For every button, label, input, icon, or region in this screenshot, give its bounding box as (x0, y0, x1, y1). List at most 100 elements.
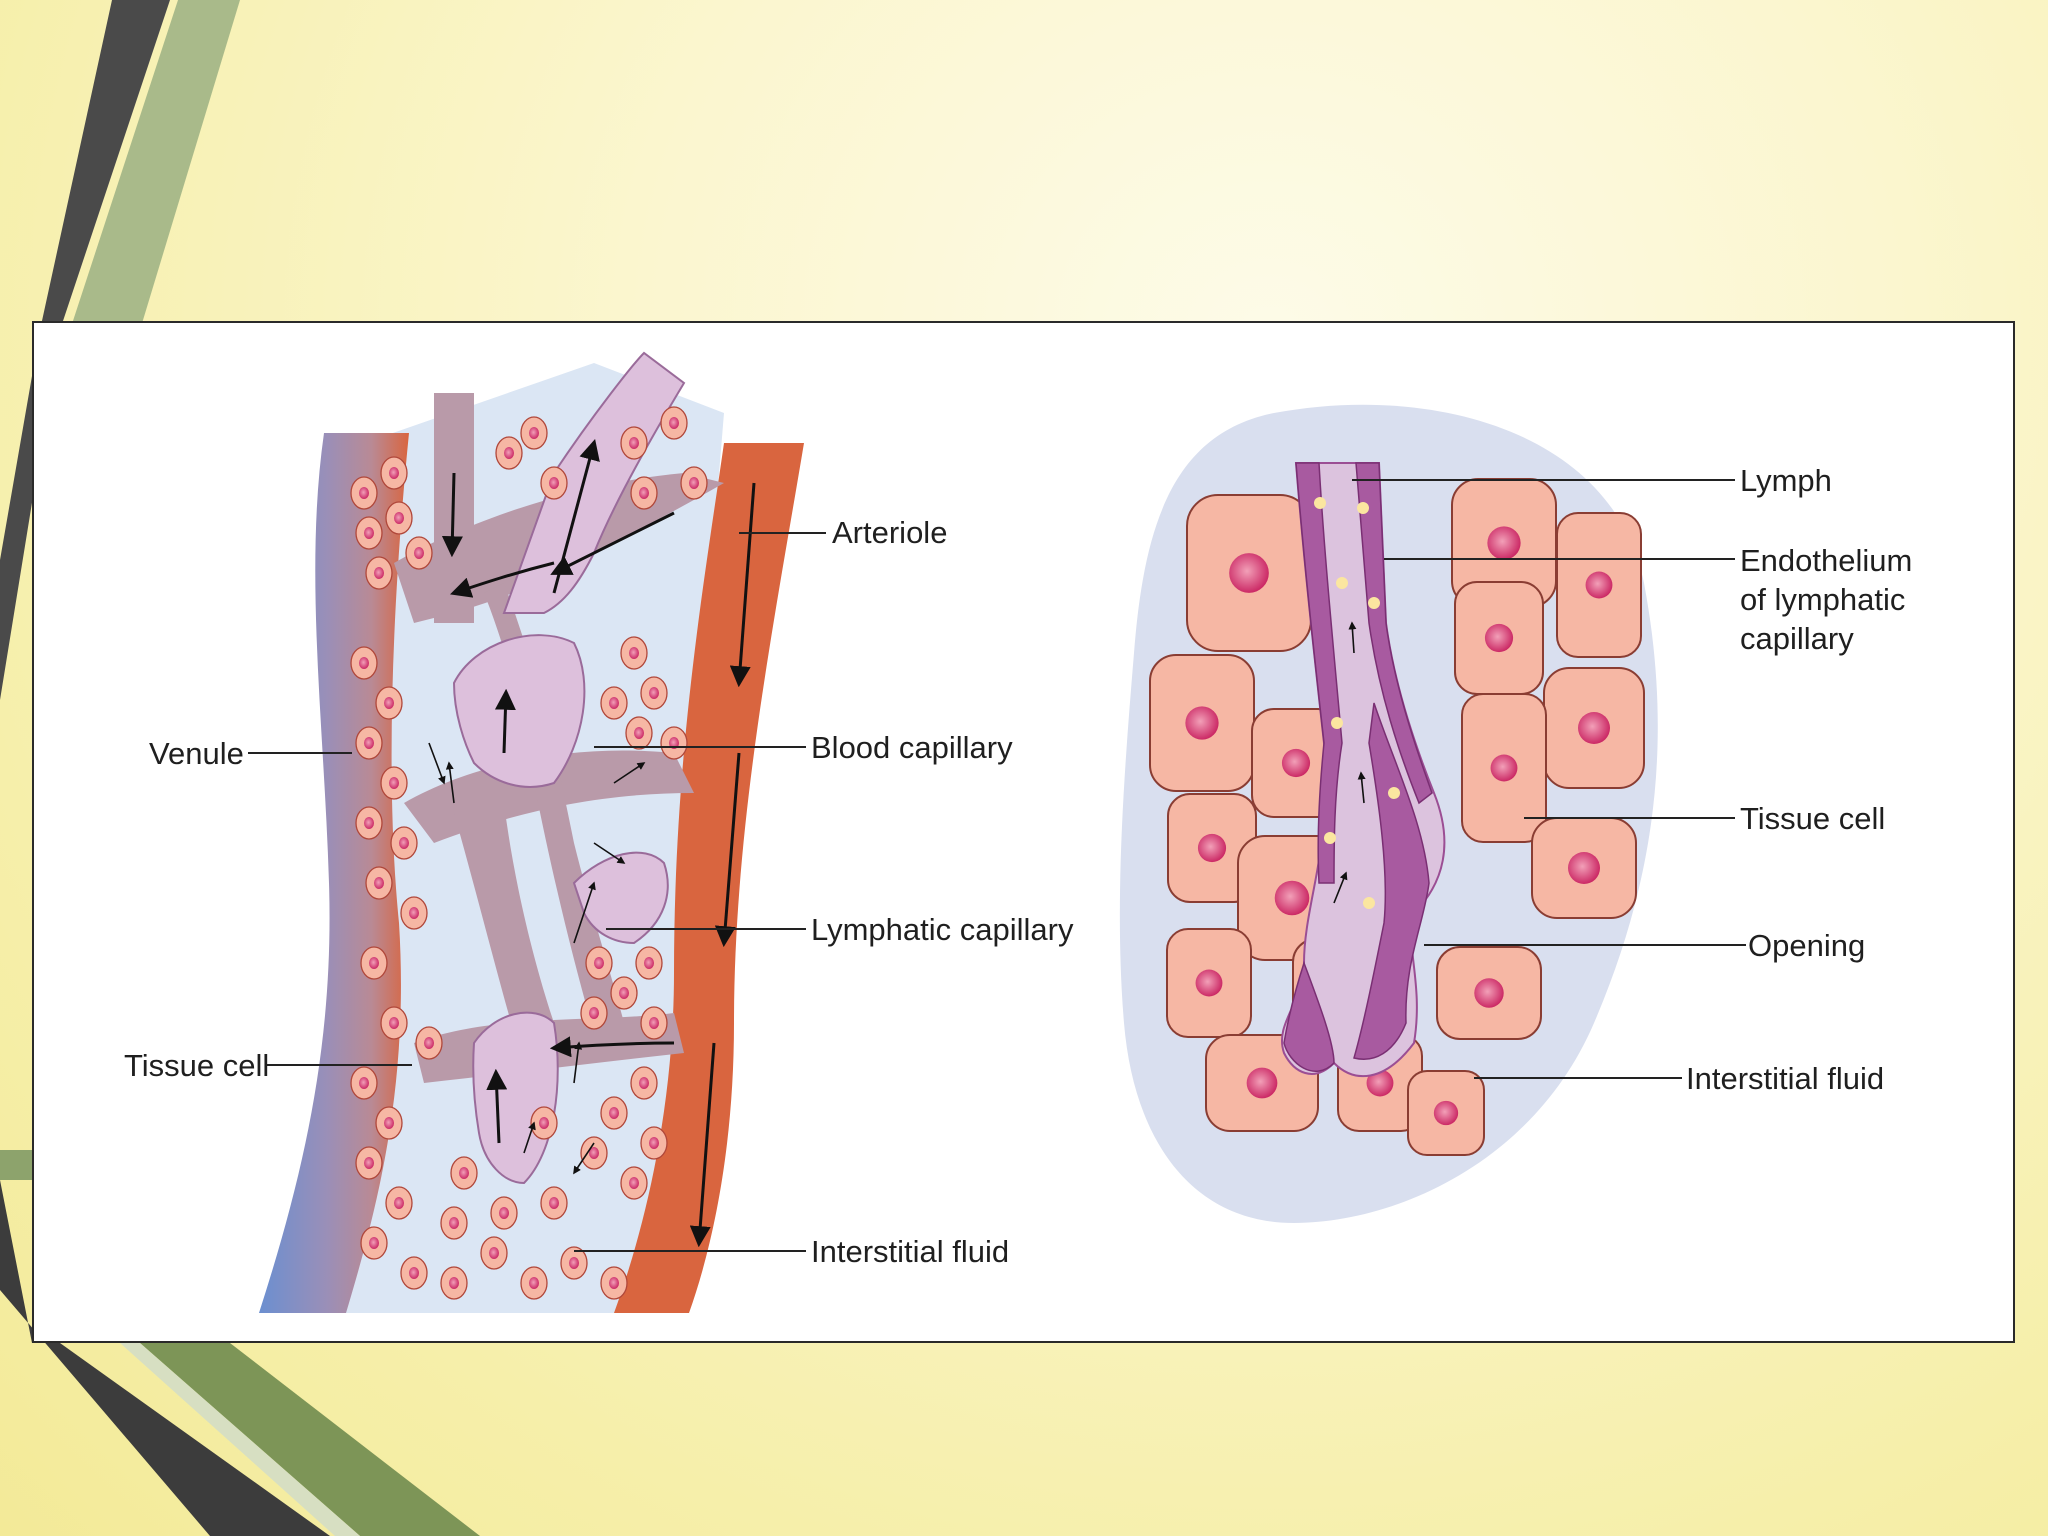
left-tissue-cells (350, 406, 708, 1300)
label-endothelium-line1: Endothelium (1740, 543, 1912, 578)
tissue-cell (450, 1156, 478, 1190)
tissue-cell (440, 1266, 468, 1300)
tissue-cell (640, 676, 668, 710)
label-venule: Venule (149, 736, 244, 771)
tissue-cell (1543, 667, 1645, 789)
tissue-cell (350, 1066, 378, 1100)
green-stripe-bottom (140, 1343, 480, 1536)
tissue-cell (415, 1026, 443, 1060)
tissue-cell (610, 976, 638, 1010)
tissue-cell (585, 946, 613, 980)
lymph-flow-arrows (1333, 621, 1366, 904)
tissue-cell (620, 636, 648, 670)
tissue-cell (1407, 1070, 1485, 1156)
dark-stripe-bottom (0, 1180, 330, 1536)
endothelium-walls (1283, 462, 1433, 1072)
label-lymph: Lymph (1740, 463, 1832, 498)
label-arteriole: Arteriole (832, 515, 947, 550)
tissue-cell (640, 1126, 668, 1160)
tissue-cell (620, 426, 648, 460)
label-tissue-cell-right: Tissue cell (1740, 801, 1885, 836)
right-diagram: Lymph Endothelium of lymphatic capillary… (1119, 404, 1912, 1223)
label-opening: Opening (1748, 928, 1865, 963)
right-leader-lines (1352, 479, 1746, 1079)
tissue-cell (375, 1106, 403, 1140)
tissue-cell (530, 1106, 558, 1140)
tissue-cell (365, 866, 393, 900)
tissue-cell (355, 726, 383, 760)
label-lymphatic-capillary: Lymphatic capillary (811, 912, 1074, 947)
tissue-cell (350, 476, 378, 510)
tissue-cell (660, 406, 688, 440)
tissue-cell (680, 466, 708, 500)
tissue-cell (385, 501, 413, 535)
label-endothelium-line2: of lymphatic (1740, 582, 1905, 617)
tissue-cell (580, 1136, 608, 1170)
tissue-cell (360, 946, 388, 980)
tissue-cell (635, 946, 663, 980)
lymphatic-capillary-diagram: Arteriole Venule Blood capillary Lymphat… (124, 351, 1912, 1313)
arteriole (614, 443, 804, 1313)
tissue-cell (400, 1256, 428, 1290)
left-diagram: Arteriole Venule Blood capillary Lymphat… (124, 351, 1074, 1313)
tissue-cell (350, 646, 378, 680)
tissue-cell (375, 686, 403, 720)
green-stripe-left (70, 0, 240, 330)
arrow-lymph-1 (552, 438, 600, 594)
tissue-cell (600, 1096, 628, 1130)
tissue-cell (1186, 494, 1312, 652)
arrow-lymph-3 (486, 1068, 508, 1144)
tissue-cell (440, 1206, 468, 1240)
tissue-cell (640, 1006, 668, 1040)
arrow-cap-2 (450, 561, 555, 598)
label-interstitial-fluid-right: Interstitial fluid (1686, 1061, 1884, 1096)
small-arrows (428, 742, 646, 1175)
arrow-arteriole-3 (689, 1042, 716, 1248)
arrow-cap-3 (549, 1036, 675, 1058)
arrow-arteriole-1 (729, 482, 756, 688)
lymph-droplets (1314, 497, 1400, 909)
tissue-cell (630, 1066, 658, 1100)
tissue-cell (600, 1266, 628, 1300)
tissue-cell (560, 1246, 588, 1280)
arrow-arteriole-2 (714, 752, 741, 948)
tissue-cell (1149, 654, 1255, 792)
dark-stripe-left (0, 0, 170, 700)
label-tissue-cell-left: Tissue cell (124, 1048, 269, 1083)
tissue-cell (600, 686, 628, 720)
tissue-cell (495, 436, 523, 470)
tissue-cell (1556, 512, 1642, 658)
tissue-cell (355, 806, 383, 840)
tissue-cell (365, 556, 393, 590)
tissue-cell (400, 896, 428, 930)
tissue-cell (355, 516, 383, 550)
label-endothelium-line3: capillary (1740, 621, 1854, 656)
tissue-cell (540, 1186, 568, 1220)
tissue-cell (540, 466, 568, 500)
figure-panel: Arteriole Venule Blood capillary Lymphat… (32, 321, 2015, 1343)
light-stripe-bottom (120, 1343, 360, 1536)
tissue-cell (520, 416, 548, 450)
flow-arrows (441, 438, 756, 1248)
green-stripe-lower-left (0, 1150, 32, 1180)
tissue-cell (380, 456, 408, 490)
arrow-lymph-2 (494, 688, 516, 754)
tissue-cell (480, 1236, 508, 1270)
tissue-cell (490, 1196, 518, 1230)
tissue-cell (385, 1186, 413, 1220)
tissue-cell (1166, 928, 1252, 1038)
label-interstitial-fluid-left: Interstitial fluid (811, 1234, 1009, 1269)
lymphatic-capillaries (452, 351, 686, 1185)
tissue-cell (1454, 581, 1544, 695)
tissue-cell (405, 536, 433, 570)
arrow-cap-1 (550, 511, 675, 575)
tissue-cell (1531, 817, 1637, 919)
tissue-cell (620, 1166, 648, 1200)
arrow-venule-1 (441, 472, 463, 558)
left-leader-lines (248, 532, 826, 1252)
label-blood-capillary: Blood capillary (811, 730, 1013, 765)
tissue-cell (360, 1226, 388, 1260)
tissue-cell (380, 1006, 408, 1040)
tissue-cell (380, 766, 408, 800)
tissue-cell (1436, 946, 1542, 1040)
